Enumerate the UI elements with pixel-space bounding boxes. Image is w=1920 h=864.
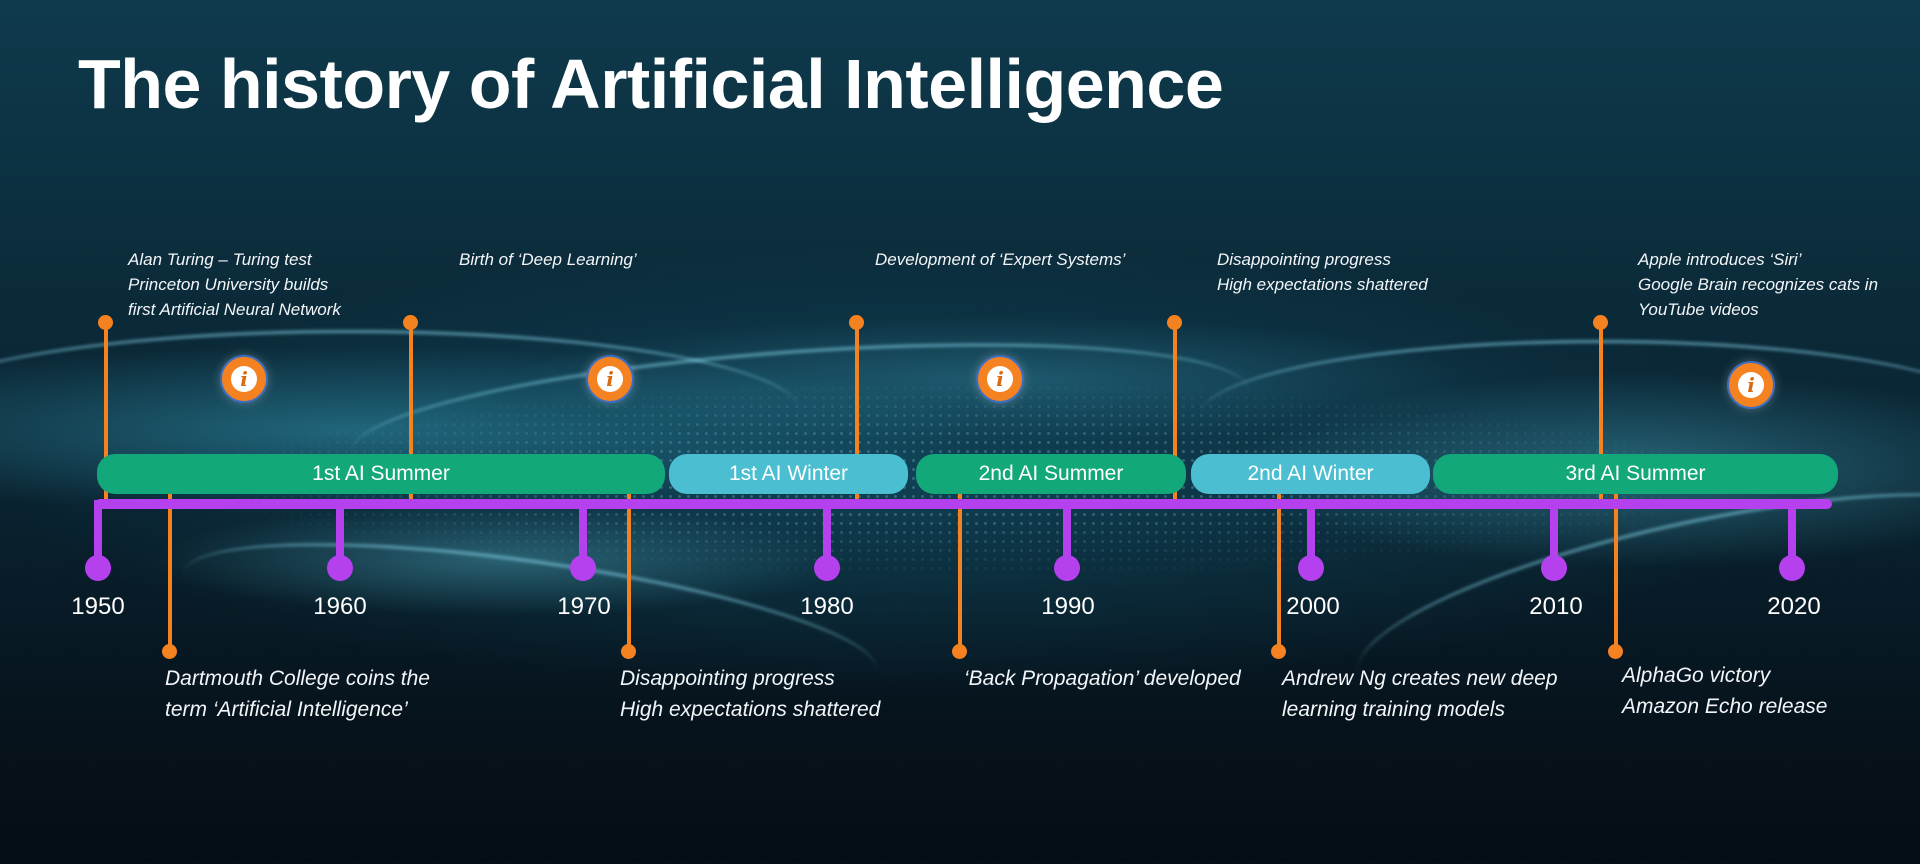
background-wave xyxy=(0,330,800,493)
event-marker-line xyxy=(1173,322,1177,502)
year-label: 1970 xyxy=(557,593,611,620)
decade-dot xyxy=(1054,555,1080,581)
event-marker-line xyxy=(855,322,859,502)
event-note-bottom: Dartmouth College coins the term ‘Artifi… xyxy=(165,667,430,721)
decade-tick xyxy=(579,500,587,560)
decade-tick xyxy=(94,500,102,560)
year-label: 1980 xyxy=(800,593,854,620)
period-1st-ai-summer: 1st AI Summer xyxy=(97,454,665,494)
decade-tick xyxy=(336,500,344,560)
event-note-bottom: ‘Back Propagation’ developed xyxy=(964,667,1241,690)
event-note-top: Birth of ‘Deep Learning’ xyxy=(459,250,637,269)
event-marker-dot xyxy=(403,315,418,330)
event-marker-dot xyxy=(1608,644,1623,659)
year-label: 2010 xyxy=(1529,593,1583,620)
info-icon[interactable]: i xyxy=(1727,361,1775,409)
event-note-bottom: AlphaGo victory Amazon Echo release xyxy=(1622,664,1828,718)
event-marker-dot xyxy=(1593,315,1608,330)
info-icon[interactable]: i xyxy=(586,355,634,403)
decade-tick xyxy=(823,500,831,560)
decade-tick xyxy=(1307,500,1315,560)
event-marker-dot xyxy=(1271,644,1286,659)
year-label: 2000 xyxy=(1286,593,1340,620)
event-marker-dot xyxy=(849,315,864,330)
decade-dot xyxy=(570,555,596,581)
event-note-top: Development of ‘Expert Systems’ xyxy=(875,250,1126,269)
event-note-top: Apple introduces ‘Siri’ Google Brain rec… xyxy=(1638,250,1879,319)
decade-dot xyxy=(85,555,111,581)
year-label: 1960 xyxy=(313,593,367,620)
event-marker-line xyxy=(1614,494,1618,650)
year-label: 1990 xyxy=(1041,593,1095,620)
period-2nd-ai-winter: 2nd AI Winter xyxy=(1191,454,1430,494)
decade-dot xyxy=(1298,555,1324,581)
info-icon[interactable]: i xyxy=(976,355,1024,403)
event-marker-line xyxy=(627,494,631,650)
decade-dot xyxy=(327,555,353,581)
event-note-bottom: Andrew Ng creates new deep learning trai… xyxy=(1282,667,1558,721)
decade-tick xyxy=(1550,500,1558,560)
year-label: 2020 xyxy=(1767,593,1821,620)
event-marker-line xyxy=(1277,494,1281,650)
decade-tick xyxy=(1063,500,1071,560)
decade-dot xyxy=(1779,555,1805,581)
event-marker-dot xyxy=(162,644,177,659)
event-marker-dot xyxy=(1167,315,1182,330)
decade-dot xyxy=(1541,555,1567,581)
decade-tick xyxy=(1788,500,1796,560)
event-note-bottom: Disappointing progress High expectations… xyxy=(620,667,881,721)
period-2nd-ai-summer: 2nd AI Summer xyxy=(916,454,1186,494)
event-marker-line xyxy=(1599,322,1603,502)
year-label: 1950 xyxy=(71,593,125,620)
event-marker-dot xyxy=(621,644,636,659)
period-3rd-ai-summer: 3rd AI Summer xyxy=(1433,454,1838,494)
background-wave xyxy=(1200,340,1920,493)
event-marker-dot xyxy=(952,644,967,659)
info-icon[interactable]: i xyxy=(220,355,268,403)
event-note-top: Disappointing progress High expectations… xyxy=(1217,250,1428,294)
event-marker-line xyxy=(409,322,413,502)
period-1st-ai-winter: 1st AI Winter xyxy=(669,454,908,494)
event-marker-line xyxy=(104,322,108,502)
event-marker-line xyxy=(958,494,962,650)
timeline-axis xyxy=(95,499,1832,509)
event-marker-dot xyxy=(98,315,113,330)
event-note-top: Alan Turing – Turing test Princeton Univ… xyxy=(128,250,341,319)
decade-dot xyxy=(814,555,840,581)
page-title: The history of Artificial Intelligence xyxy=(78,45,1224,123)
event-marker-line xyxy=(168,494,172,650)
